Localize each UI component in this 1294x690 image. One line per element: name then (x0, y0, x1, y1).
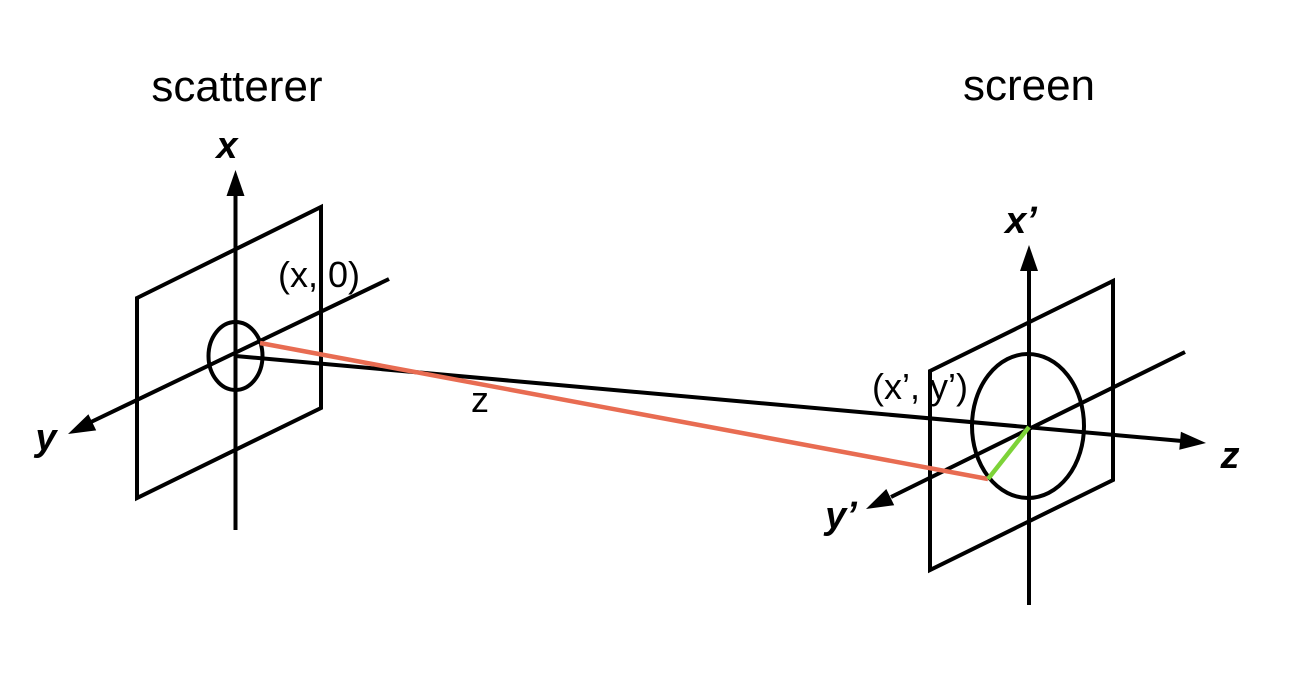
z-distance-label: z (471, 379, 489, 420)
y-prime-axis-line (890, 350, 1186, 499)
x-prime-axis-arrowhead-icon (1020, 245, 1038, 271)
scatterer-title: scatterer (151, 62, 322, 111)
z-axis-label: z (1220, 435, 1240, 477)
z-axis-arrowhead-icon (1179, 431, 1206, 450)
screen-point-label: (x’, y’) (872, 366, 968, 407)
scatterer-origin-circle (206, 320, 265, 392)
y-axis-label: y (33, 417, 58, 459)
x-axis-arrowhead-icon (226, 170, 245, 196)
y-axis-arrowhead-icon (68, 414, 97, 434)
y-prime-axis-arrowhead-icon (866, 489, 895, 509)
screen-title: screen (963, 61, 1095, 110)
y-axis-line (90, 277, 390, 424)
x-axis-label: x (214, 125, 239, 167)
scatterer-point-label: (x, 0) (278, 254, 360, 295)
scatterer-plane (135, 203, 323, 502)
screen-radial-line (986, 425, 1031, 481)
y-prime-axis-label: y’ (823, 495, 857, 537)
x-prime-axis-label: x’ (1003, 200, 1037, 242)
screen-circle (970, 352, 1086, 500)
scattered-ray-line (259, 340, 989, 482)
screen-plane (928, 277, 1115, 574)
